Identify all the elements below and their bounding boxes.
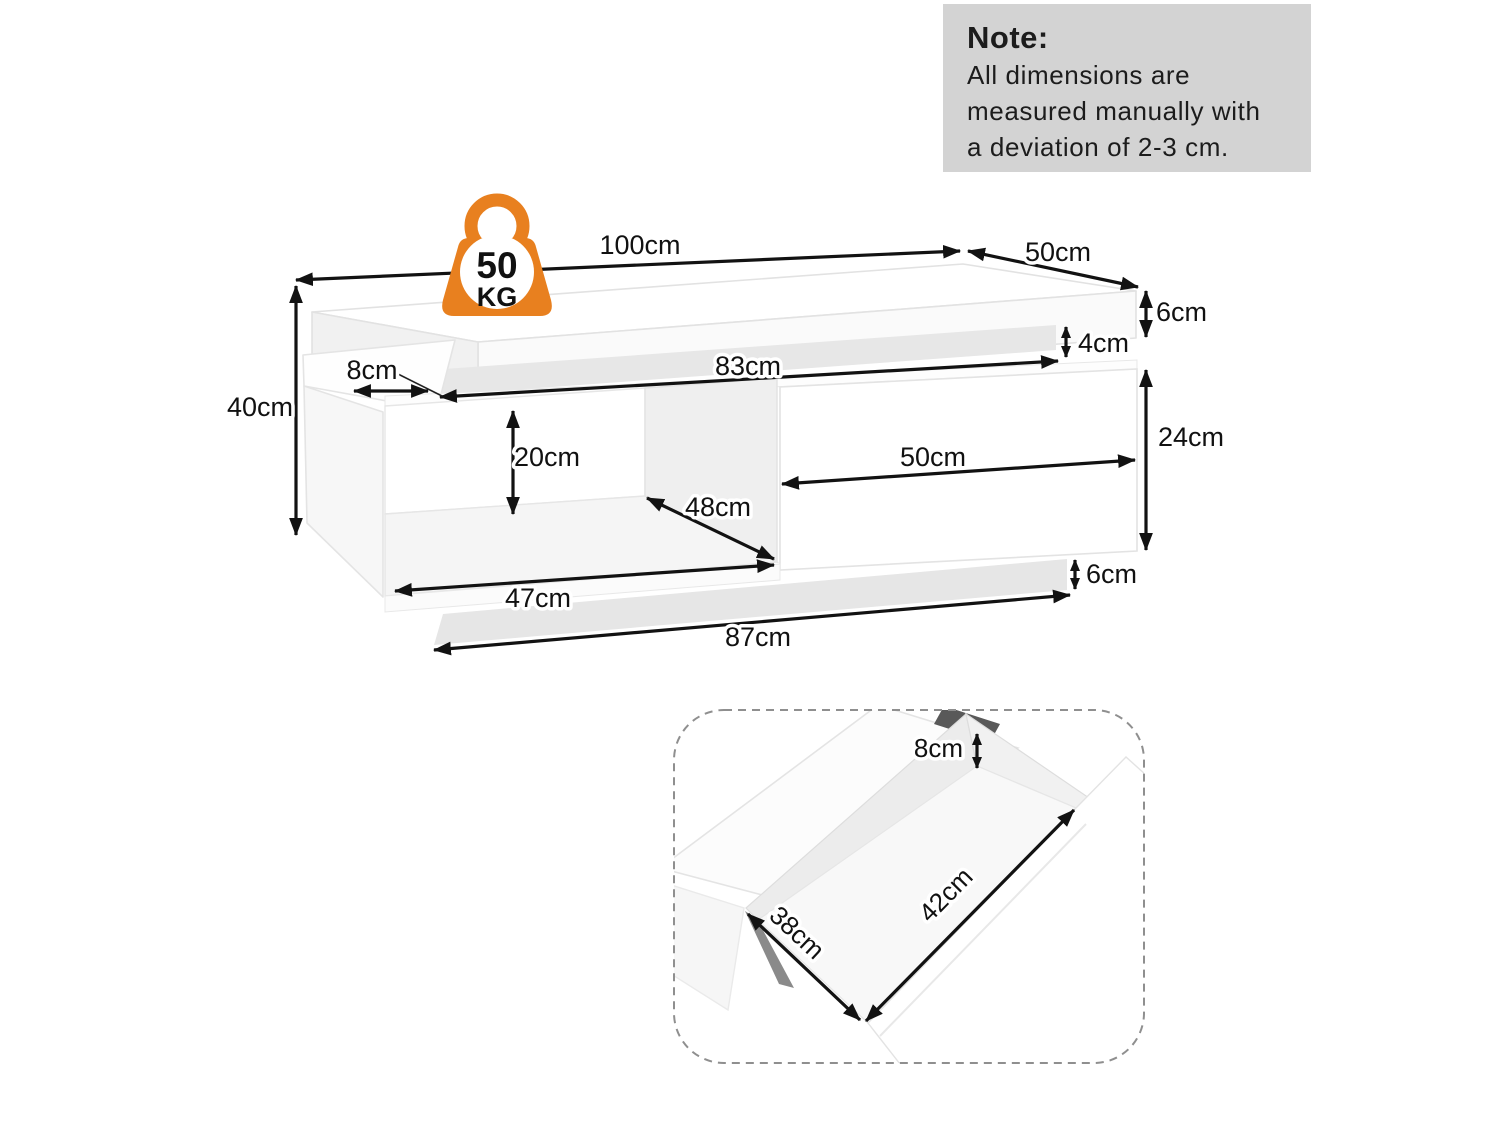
dim-drawer-width: 50cm [780,439,1137,490]
weight-capacity-badge: 50 KG [442,193,552,316]
cabinet-left-face [303,385,384,598]
dim-label-drawer-width: 50cm [900,442,966,472]
dim-label-compartment-depth: 48cm [685,492,751,522]
dim-label-middle-gap: 4cm [1078,328,1129,358]
dim-compartment-depth: 48cm [646,489,775,561]
dim-label-top-thickness: 6cm [1156,297,1207,327]
weight-badge-face [460,235,534,309]
dim-label-top-depth: 50cm [1025,237,1091,267]
note-line-1: All dimensions are [967,60,1190,90]
dim-left-ledge: 8cm [343,352,443,398]
note-line-3: a deviation of 2-3 cm. [967,132,1229,162]
dim-top-width: 100cm [294,227,962,287]
inset-cabinet-corner [674,883,745,1012]
dim-label-compartment-height: 20cm [514,442,580,472]
note-box: Note: All dimensions are measured manual… [943,4,1311,172]
dim-top-depth: 50cm [966,234,1140,291]
note-line-2: measured manually with [967,96,1261,126]
note-title: Note: [967,20,1049,55]
dim-label-drawer-front-height: 24cm [1158,422,1224,452]
dim-compartment-height: 20cm [506,409,584,516]
dim-drawer-front-height: 24cm [1139,368,1228,552]
note-background [943,4,1311,172]
dim-label-base-height: 6cm [1086,559,1137,589]
dim-total-height: 40cm [223,284,303,537]
dim-label-top-width: 100cm [599,230,680,260]
dim-label-left-ledge: 8cm [346,355,397,385]
dim-label-base-length: 87cm [725,622,791,652]
dim-label-compartment-width: 47cm [505,583,571,613]
dim-label-shelf-length: 83cm [715,351,781,381]
dim-shelf-length: 83cm [438,348,1060,403]
drawer-inset-content: 8cm 42cm 38cm [674,710,1144,1063]
weight-unit: KG [477,282,518,312]
dim-middle-gap: 4cm [1061,325,1133,362]
dim-label-drawer-inner-height: 8cm [914,733,963,763]
inset-dashed-border [673,709,1145,1064]
dim-label-total-height: 40cm [227,392,293,422]
dim-drawer-inner-height: 8cm [910,730,982,769]
dim-top-thickness: 6cm [1139,289,1211,339]
weight-value: 50 [476,245,517,286]
dim-base-height: 6cm [1070,556,1141,593]
dim-base-length: 87cm [432,589,1072,656]
